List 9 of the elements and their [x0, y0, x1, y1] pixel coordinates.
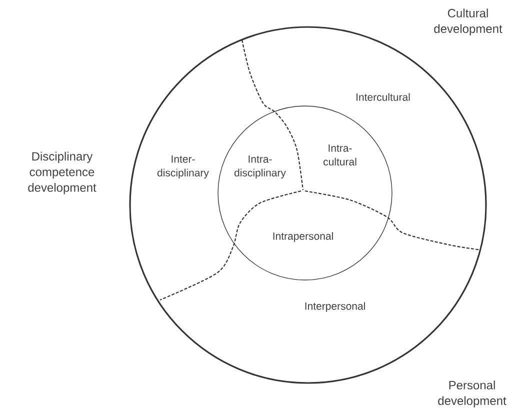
- area-label: Disciplinary competence development: [28, 152, 96, 194]
- region-label: Intrapersonal: [273, 232, 333, 242]
- circle: [218, 106, 392, 280]
- region-label: Intra- disciplinary: [234, 155, 286, 179]
- area-label: Cultural development: [434, 8, 502, 36]
- region-label: Intercultural: [356, 93, 410, 101]
- area-label: Personal development: [438, 380, 506, 408]
- region-label: Intra- cultural: [324, 144, 356, 166]
- region-label: Interpersonal: [305, 302, 365, 312]
